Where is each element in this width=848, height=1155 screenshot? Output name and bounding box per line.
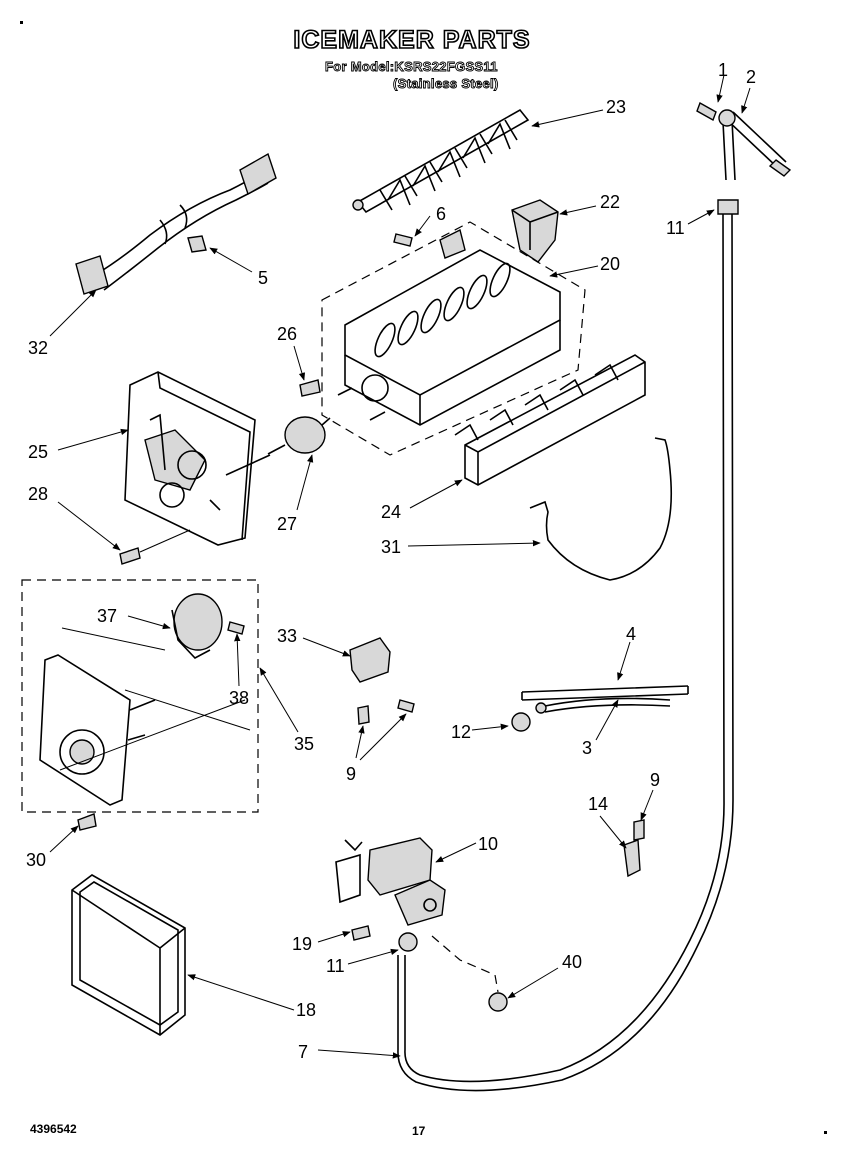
callout-28: 28 (28, 484, 48, 504)
page-title: ICEMAKER PARTS (293, 25, 531, 55)
callout-31: 31 (381, 537, 401, 557)
callout-11-lower: 11 (326, 956, 345, 976)
valve-nut (488, 992, 508, 1012)
callout-27: 27 (277, 514, 297, 534)
callout-7: 7 (298, 1042, 308, 1062)
callout-26: 26 (277, 324, 297, 344)
callout-9-left: 9 (346, 764, 356, 784)
control-assembly (39, 627, 251, 806)
callout-33: 33 (277, 626, 297, 646)
ejector-shaft (352, 108, 530, 214)
callout-4: 4 (626, 624, 636, 644)
thermostat (171, 593, 223, 659)
callout-2: 2 (746, 67, 756, 87)
leader-lines (49, 74, 751, 1059)
inlet-nut (398, 932, 418, 952)
housing-screw (119, 547, 141, 565)
callout-23: 23 (606, 97, 626, 117)
corner-mark-bottom (824, 1131, 827, 1134)
model-number: For Model:KSRS22FGSS11 (325, 59, 498, 75)
callout-24: 24 (381, 502, 401, 522)
ice-mold (337, 228, 561, 426)
callout-32: 32 (28, 338, 48, 358)
shutoff-arm (529, 437, 673, 581)
callout-1: 1 (718, 60, 728, 80)
water-valve (335, 837, 446, 926)
callout-37: 37 (97, 606, 117, 626)
drive-motor (267, 416, 331, 455)
callout-20: 20 (600, 254, 620, 274)
callout-14: 14 (588, 794, 608, 814)
water-supply-line (397, 199, 739, 1092)
callout-30: 30 (26, 850, 46, 870)
valve-screw (351, 925, 371, 941)
callout-35: 35 (294, 734, 314, 754)
ice-stripper (454, 354, 646, 486)
bin-cover (71, 874, 186, 1036)
assembly-screw (77, 813, 97, 831)
tube-insert (544, 697, 671, 713)
fill-cup (511, 199, 559, 263)
callout-40: 40 (562, 952, 582, 972)
document-number: 4396542 (30, 1122, 77, 1136)
callout-25: 25 (28, 442, 48, 462)
valve-bracket (349, 637, 391, 683)
callout-5: 5 (258, 268, 268, 288)
callout-18: 18 (296, 1000, 316, 1020)
callout-9-right: 9 (650, 770, 660, 790)
callout-3: 3 (582, 738, 592, 758)
callout-6: 6 (436, 204, 446, 224)
callout-labels: 1 2 23 6 22 11 5 20 32 26 25 28 27 24 31… (26, 60, 756, 1062)
mold-assembly-outline (321, 221, 586, 456)
corner-mark-top (20, 21, 23, 24)
control-assembly-outline (21, 579, 259, 813)
fill-tube-assembly (696, 101, 792, 181)
tube-clamp (623, 839, 641, 878)
callout-10: 10 (478, 834, 498, 854)
wiring-harness (75, 152, 277, 295)
callout-12: 12 (451, 722, 471, 742)
callout-38: 38 (229, 688, 249, 708)
callout-11-upper: 11 (666, 218, 685, 238)
tube-nut (511, 712, 531, 732)
shutoff-clip (299, 379, 321, 397)
control-housing (124, 371, 256, 546)
harness-clip (187, 235, 207, 253)
finish-label: (Stainless Steel) (393, 76, 499, 92)
callout-22: 22 (600, 192, 620, 212)
mold-screw (393, 233, 413, 247)
page-number: 17 (412, 1124, 426, 1138)
water-tube (521, 685, 689, 701)
callout-19: 19 (292, 934, 312, 954)
thermostat-screw (227, 621, 245, 635)
